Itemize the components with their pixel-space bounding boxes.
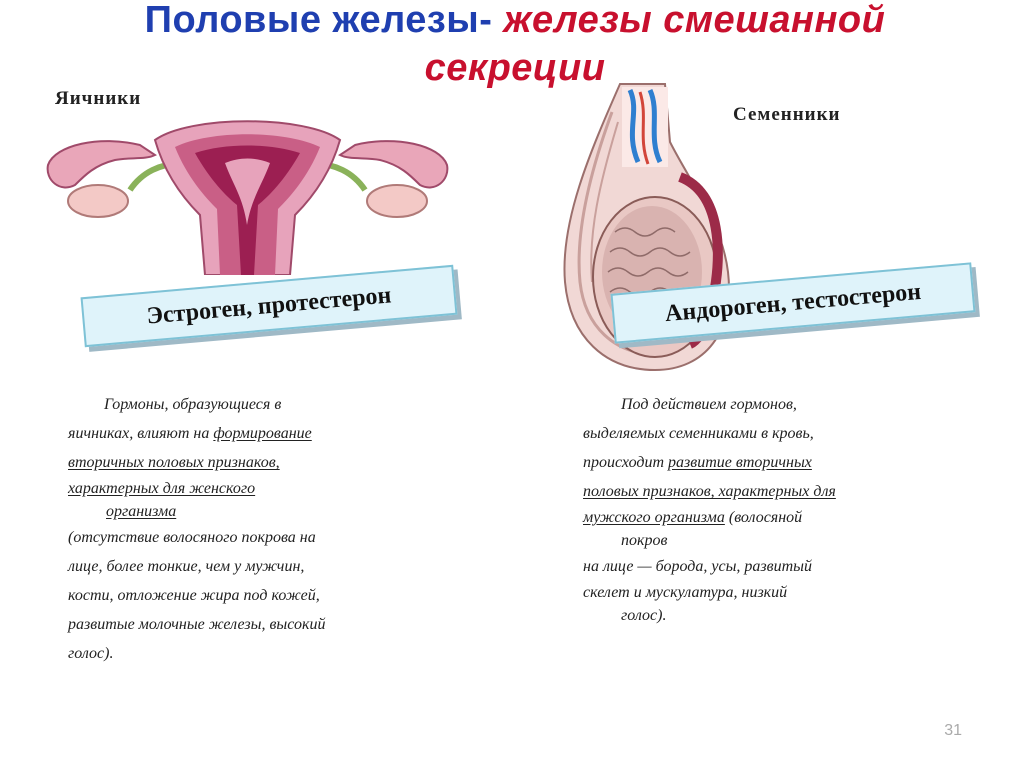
text-line: на лице — борода, усы, развитый — [583, 558, 812, 575]
text-line: Под действием гормонов, — [621, 396, 797, 413]
ovaries-description: Гормоны, образующиеся в яичниках, влияют… — [68, 390, 325, 668]
title-part-1: Половые железы- — [144, 0, 493, 41]
title-part-2: железы смешанной — [503, 0, 886, 41]
testes-description: Под действием гормонов, выделяемых семен… — [583, 390, 836, 627]
title-part-3: секреции — [424, 47, 606, 89]
uterus-ovaries-illustration — [46, 120, 449, 275]
page-number: 31 — [944, 722, 962, 739]
text-line: организма — [106, 503, 177, 520]
ovaries-label: Яичники — [55, 88, 142, 109]
text-line: половых признаков, характерных для — [583, 483, 836, 500]
text-line: развитые молочные железы, высокий — [68, 616, 326, 633]
text-line: мужского организма (волосяной — [583, 509, 803, 526]
text-line: Гормоны, образующиеся в — [104, 396, 282, 413]
text-line: (отсутствие волосяного покрова на — [68, 529, 316, 546]
text-line: голос). — [68, 645, 114, 662]
text-line: вторичных половых признаков, — [68, 454, 280, 471]
text-line: выделяемых семенниками в кровь, — [583, 425, 814, 442]
text-line: характерных для женского — [68, 480, 256, 497]
female-hormones-banner: Эстроген, протестерон — [80, 264, 458, 348]
slide-title: Половые железы- железы смешанной секреци… — [40, 0, 990, 92]
text-line: скелет и мускулатура, низкий — [583, 584, 788, 601]
text-line: яичниках, влияют на формирование — [68, 425, 312, 442]
text-line: происходит развитие вторичных — [583, 454, 812, 471]
text-line: кости, отложение жира под кожей, — [68, 587, 320, 604]
testes-label: Семенники — [733, 104, 841, 125]
text-line: лице, более тонкие, чем у мужчин, — [68, 558, 305, 575]
text-line: покров — [621, 532, 668, 549]
text-line: голос). — [621, 607, 667, 624]
